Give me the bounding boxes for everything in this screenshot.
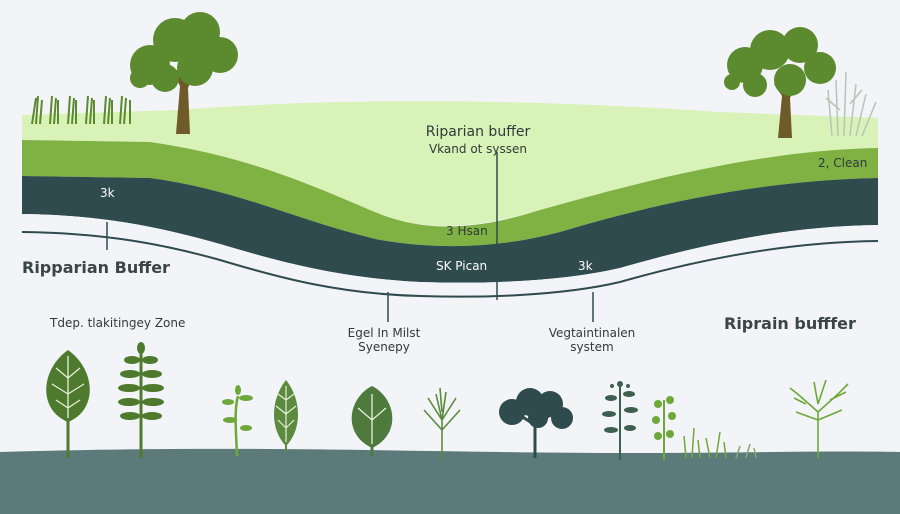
center-dark-label: SK Pican xyxy=(436,259,488,273)
grass-blades-icon xyxy=(683,427,757,459)
center-dark-right-label: 3k xyxy=(578,259,593,273)
small-herb-icon xyxy=(652,396,676,460)
wide-leaf-icon xyxy=(351,386,393,456)
ground-strip xyxy=(0,448,900,514)
white-channel xyxy=(22,214,878,291)
sprout-icon xyxy=(222,385,253,457)
grass-tuft-icon xyxy=(423,387,461,460)
berry-sprig-icon xyxy=(602,381,638,460)
reeds-right xyxy=(825,71,877,137)
left-tree xyxy=(130,12,238,134)
mid-caption-line2: Syenepy xyxy=(358,340,410,354)
right-tree xyxy=(724,27,836,138)
right-heading-label: Riprain bufffer xyxy=(724,314,856,333)
light-green-terrace xyxy=(22,101,878,226)
dark-band xyxy=(22,176,878,283)
right-caption-line1: Vegtaintinalen xyxy=(548,326,636,340)
center-green-label: 3 Hsan xyxy=(446,224,488,238)
bare-tree-icon xyxy=(789,379,849,458)
left-heading-label: Ripparian Buffer xyxy=(22,258,170,277)
mid-green-band xyxy=(22,140,878,247)
outline-curve xyxy=(21,231,879,298)
subtitle-label: Vkand ot syssen xyxy=(428,142,528,156)
broad-leaf-icon xyxy=(46,350,90,458)
shrub-icon xyxy=(499,388,573,458)
fern-icon xyxy=(118,342,164,458)
title-label: Riparian buffer xyxy=(425,124,531,140)
left-zone-label: Tdep. tlakitingey Zone xyxy=(50,316,186,330)
right-top-label: 2, Clean xyxy=(818,156,868,170)
left-band-label: 3k xyxy=(100,186,115,200)
narrow-leaf-icon xyxy=(274,380,298,452)
right-caption-line2: system xyxy=(570,340,614,354)
mid-caption-line1: Egel In Milst xyxy=(347,326,421,340)
grass-row-left xyxy=(31,95,131,125)
